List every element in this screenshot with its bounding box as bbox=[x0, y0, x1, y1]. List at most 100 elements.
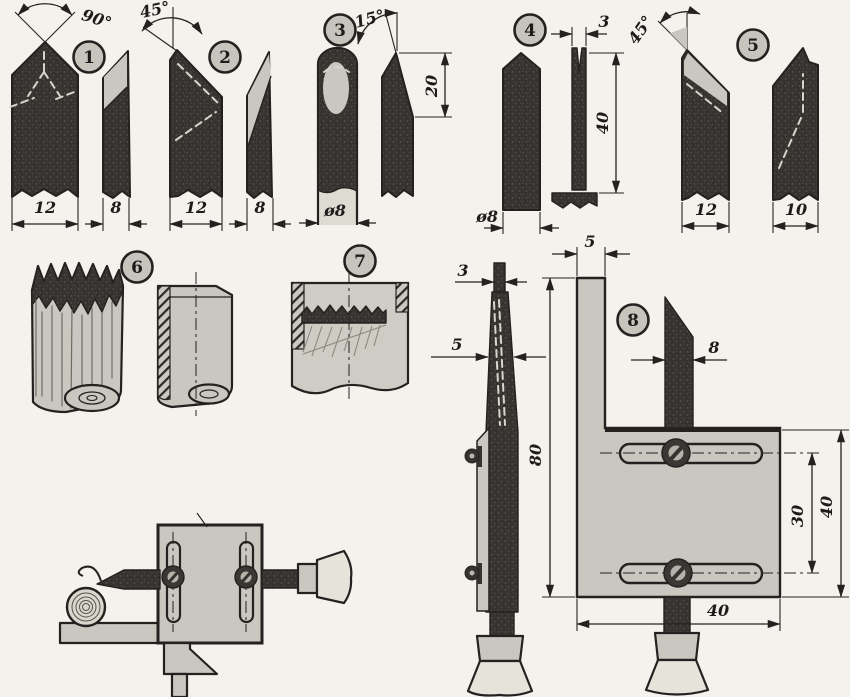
gouge-flute-face bbox=[323, 62, 349, 114]
bevel-face bbox=[684, 53, 727, 106]
tool-number: 5 bbox=[747, 36, 759, 56]
tool-1-front-view bbox=[11, 41, 79, 198]
handle bbox=[466, 659, 534, 697]
toothed-cutter-bar bbox=[301, 304, 387, 324]
tool-3-side-view bbox=[381, 52, 414, 198]
badge-8: 8 bbox=[616, 303, 650, 337]
diameter-label: ø8 bbox=[475, 207, 498, 226]
growth-ring bbox=[71, 592, 101, 622]
bevel-boundary bbox=[103, 86, 128, 111]
tool-7: 7 bbox=[290, 244, 410, 401]
rolled-shaving-end bbox=[63, 383, 121, 413]
hidden-edge bbox=[778, 117, 802, 169]
tool-number: 8 bbox=[627, 311, 639, 331]
support-stem bbox=[170, 672, 189, 697]
rolled-shaving-end bbox=[187, 383, 231, 405]
angle-leg-line bbox=[142, 26, 178, 52]
workpiece-log bbox=[65, 586, 107, 628]
tool-8-front-view: 5 80 8 30 40 40 8 bbox=[526, 232, 849, 696]
hidden-edge bbox=[27, 71, 45, 97]
badge-4: 4 bbox=[513, 13, 547, 47]
shank bbox=[261, 569, 299, 589]
screw-spacing-label: 30 bbox=[788, 505, 807, 527]
angle-arc bbox=[356, 8, 398, 45]
front-width-label: 12 bbox=[34, 198, 56, 217]
angle-label: 45° bbox=[624, 12, 657, 48]
side-width-label: 10 bbox=[785, 200, 807, 219]
growth-ring bbox=[79, 600, 93, 614]
badge-3: 3 bbox=[323, 13, 357, 47]
section-hatch bbox=[157, 285, 171, 401]
handle bbox=[315, 549, 353, 605]
angle-arc bbox=[659, 5, 701, 24]
shank bbox=[663, 596, 691, 634]
tool-4-foot bbox=[551, 192, 598, 209]
tool-5-side-view bbox=[772, 47, 819, 201]
hidden-edge bbox=[55, 90, 78, 100]
hidden-edge bbox=[43, 71, 61, 97]
hidden-edge bbox=[686, 83, 725, 115]
tool-5: 45° 12 10 5 bbox=[624, 5, 819, 233]
overall-height-label: 80 bbox=[526, 444, 545, 467]
clamp-screw-side bbox=[464, 563, 482, 584]
clamp-screw bbox=[663, 558, 693, 588]
post-width-label: 5 bbox=[584, 232, 595, 251]
cutter-and-holder-edge bbox=[485, 291, 519, 613]
badge-6: 6 bbox=[120, 250, 154, 284]
tool-number: 7 bbox=[354, 252, 366, 272]
front-width-label: 12 bbox=[185, 198, 207, 217]
tool-number: 4 bbox=[524, 21, 536, 41]
badge-2: 2 bbox=[208, 40, 242, 74]
support-bracket bbox=[162, 641, 219, 676]
hidden-edge bbox=[177, 63, 220, 105]
angle-label: 15° bbox=[353, 6, 387, 32]
handle bbox=[644, 658, 710, 696]
tool-2: 45° 12 8 2 bbox=[138, 0, 291, 231]
badge-1: 1 bbox=[72, 40, 106, 74]
ferrule bbox=[296, 562, 319, 595]
cutter-blade bbox=[96, 569, 161, 590]
tool-8-side-view: 3 5 bbox=[431, 261, 546, 697]
ferrule bbox=[475, 634, 525, 663]
hidden-edge bbox=[493, 301, 501, 426]
tool-number: 3 bbox=[334, 21, 346, 41]
angle-leg-line bbox=[385, 14, 397, 54]
clamp-screw-side bbox=[464, 446, 482, 467]
tip-width-label: 3 bbox=[457, 261, 468, 280]
clamp-screw bbox=[661, 438, 691, 468]
side-width-label: 8 bbox=[253, 198, 265, 217]
tool-4-front-view bbox=[502, 52, 541, 211]
tool-number: 1 bbox=[83, 48, 95, 68]
wood-shaving-curl bbox=[77, 565, 102, 582]
blade-thickness-label: 5 bbox=[451, 335, 462, 354]
tool-4-side-view bbox=[571, 47, 587, 191]
hidden-edge bbox=[9, 97, 35, 108]
bevel-face bbox=[248, 54, 271, 146]
growth-ring bbox=[75, 596, 97, 618]
plate-width-label: 40 bbox=[707, 601, 729, 620]
clamp-screw bbox=[161, 565, 185, 589]
bevel-boundary bbox=[247, 75, 272, 147]
growth-ring bbox=[82, 603, 90, 611]
angle-wedge bbox=[670, 27, 687, 50]
front-width-label: 12 bbox=[695, 200, 717, 219]
cutter-blade bbox=[664, 296, 694, 429]
blade-length-label: 40 bbox=[593, 112, 612, 134]
base-flange bbox=[58, 621, 162, 645]
bevel-height-label: 20 bbox=[422, 75, 441, 98]
tool-8-assembled-view bbox=[58, 512, 353, 697]
shank bbox=[489, 611, 515, 637]
tip-slot-width-label: 3 bbox=[598, 12, 609, 31]
tool-6: 6 bbox=[30, 250, 234, 416]
badge-5: 5 bbox=[736, 28, 770, 62]
badge-7: 7 bbox=[343, 244, 377, 278]
hidden-edge bbox=[175, 111, 217, 141]
cutter-tip-edge bbox=[493, 262, 506, 294]
tool-number: 6 bbox=[131, 258, 143, 278]
tool-4: ø8 3 40 4 bbox=[475, 12, 624, 234]
section-hatch bbox=[395, 282, 409, 313]
angle-label: 90° bbox=[79, 5, 114, 32]
diameter-label: ø8 bbox=[323, 201, 346, 220]
tool-1: 90° 12 8 1 bbox=[9, 3, 147, 231]
